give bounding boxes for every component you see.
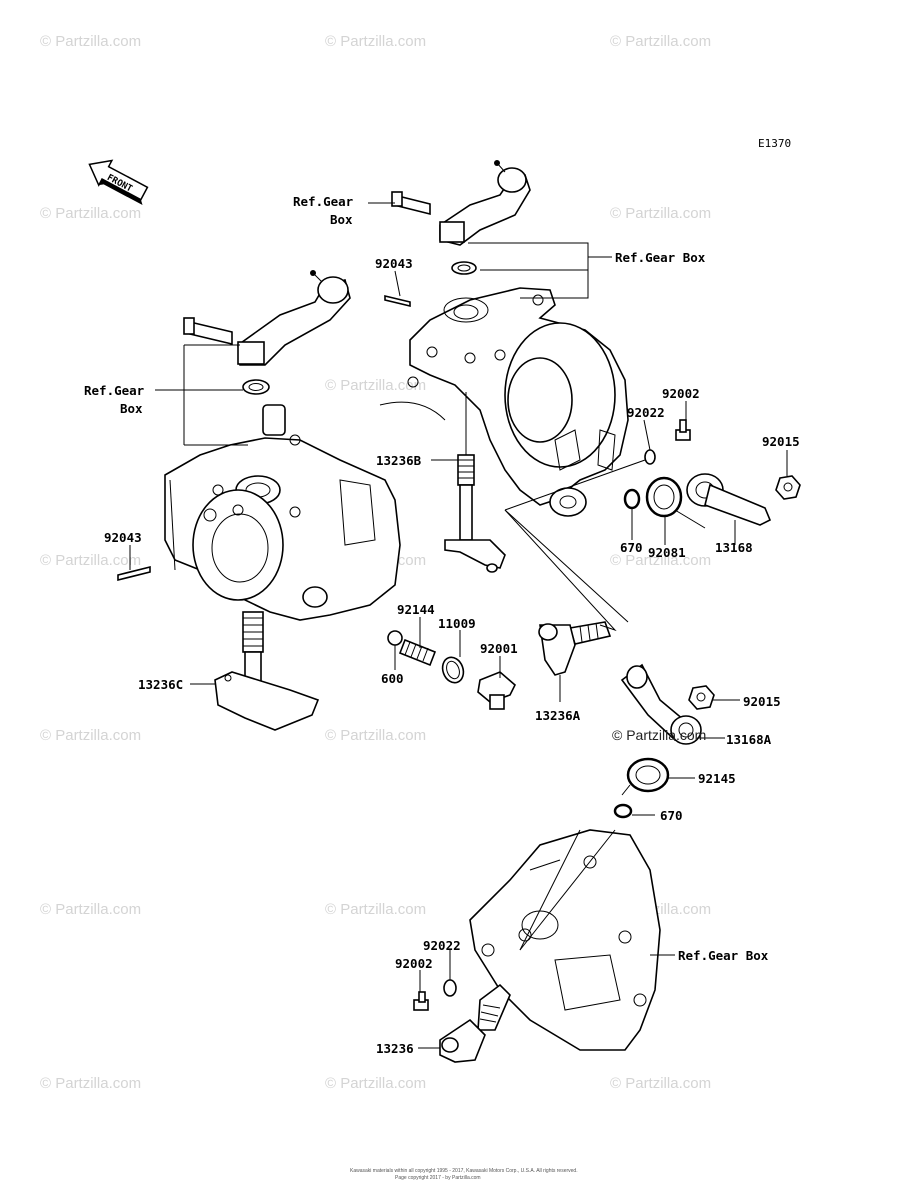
label-92015: 92015 [762, 434, 800, 449]
left-gear-box-housing [164, 404, 401, 621]
arm-13168A [620, 663, 702, 745]
label-13236C: 13236C [138, 677, 183, 692]
label-92145: 92145 [698, 771, 736, 786]
bolt-92002-top [675, 419, 691, 441]
shaft-13236 [439, 983, 511, 1063]
plug-92001 [477, 671, 516, 710]
pin-92043-left [117, 565, 151, 582]
washer-11009 [441, 656, 465, 684]
diagram-code: E1370 [758, 137, 791, 150]
label-92015: 92015 [743, 694, 781, 709]
bolt-92002-bottom [413, 991, 429, 1011]
label-670: 670 [660, 808, 683, 823]
label-92043: 92043 [104, 530, 142, 545]
label-92081: 92081 [648, 545, 686, 560]
label-ref-gear-box: Box [330, 212, 353, 227]
label-ref-gear-box: Ref.Gear Box [615, 250, 706, 265]
watermark: © Partzilla.com [325, 33, 426, 50]
footer-copyright: Kawasaki materials within all copyright … [350, 1168, 578, 1174]
watermark: © Partzilla.com [325, 727, 426, 744]
pin-92043-top [384, 294, 411, 308]
bottom-gear-box-cover [469, 829, 661, 1051]
label-92043: 92043 [375, 256, 413, 271]
spring-92144 [398, 638, 437, 667]
label-ref-gear-box: Ref.Gear Box [678, 948, 769, 963]
label-ref-gear-box: Ref.Gear [84, 383, 145, 398]
shaft-13236A [538, 621, 612, 676]
upper-gear-box-housing [379, 287, 629, 517]
watermark: © Partzilla.com [610, 552, 711, 569]
label-92001: 92001 [480, 641, 518, 656]
footer-copyright: Page copyright 2017 - by Partzilla.com [395, 1175, 481, 1181]
watermark: © Partzilla.com [40, 901, 141, 918]
label-13168: 13168 [715, 540, 753, 555]
watermark: © Partzilla.com [612, 727, 706, 743]
leader-lines [129, 202, 788, 1049]
label-11009: 11009 [438, 616, 476, 631]
label-13236A: 13236A [535, 708, 581, 723]
watermark: © Partzilla.com [325, 377, 426, 394]
seal-top [451, 261, 477, 275]
oring-670-top [623, 488, 641, 510]
watermark: © Partzilla.com [40, 1075, 141, 1092]
upper-shift-arm [391, 160, 531, 246]
label-92002: 92002 [395, 956, 433, 971]
watermark: © Partzilla.com [40, 727, 141, 744]
label-ref-gear-box: Box [120, 401, 143, 416]
arm-13168 [686, 473, 772, 526]
watermark: © Partzilla.com [40, 205, 141, 222]
watermark: © Partzilla.com [325, 901, 426, 918]
label-13236B: 13236B [376, 453, 422, 468]
label-92144: 92144 [397, 602, 435, 617]
spring-92145 [621, 757, 670, 796]
label-13168A: 13168A [726, 732, 772, 747]
washer-92022-bottom [443, 979, 457, 997]
watermark: © Partzilla.com [40, 552, 141, 569]
nut-92015-mid [688, 685, 715, 710]
shaft-13236C [214, 611, 320, 731]
watermark: © Partzilla.com [610, 1075, 711, 1092]
part-labels: Ref.Gear Box Ref.Gear Box 92043 Ref.Gear… [84, 194, 800, 1056]
shaft-13236B [444, 454, 506, 573]
watermark: © Partzilla.com [40, 33, 141, 50]
watermark: © Partzilla.com [610, 205, 711, 222]
watermark: © Partzilla.com [610, 33, 711, 50]
watermark: © Partzilla.com [325, 1075, 426, 1092]
label-92022: 92022 [423, 938, 461, 953]
front-arrow-icon: FRONT [88, 159, 149, 206]
label-ref-gear-box: Ref.Gear [293, 194, 354, 209]
label-13236: 13236 [376, 1041, 414, 1056]
label-600: 600 [381, 671, 404, 686]
nut-92015-top [775, 475, 801, 500]
spring-92081 [645, 476, 706, 529]
ball-600 [387, 630, 403, 646]
washer-92022-top [644, 449, 656, 465]
oring-670-mid [613, 803, 633, 819]
label-92002: 92002 [662, 386, 700, 401]
left-shift-arm [183, 270, 351, 366]
seal-left [242, 379, 270, 395]
label-670: 670 [620, 540, 643, 555]
label-92022: 92022 [627, 405, 665, 420]
